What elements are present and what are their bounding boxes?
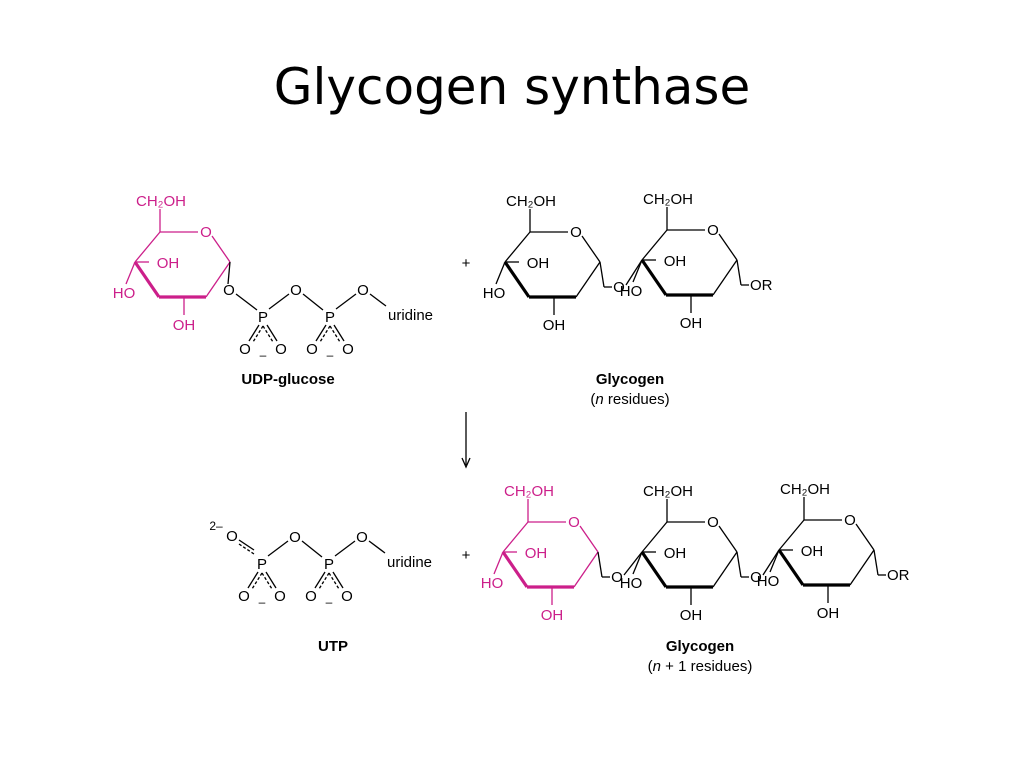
udp-glucose-label: UDP-glucose bbox=[241, 371, 334, 388]
glycogen-reactant-ring-1: O CH₂OH HO OH OH bbox=[483, 193, 601, 334]
plus-sign: + bbox=[462, 547, 471, 564]
ho-label: HO bbox=[757, 573, 780, 590]
oh-label: OH bbox=[541, 607, 564, 624]
glycogen-product-linkages: O O OR bbox=[597, 549, 910, 586]
oh-label: OH bbox=[801, 543, 824, 560]
udp-glucose-linkage bbox=[227, 261, 231, 285]
glycogen-product-subtitle: (n + 1 residues) bbox=[648, 658, 753, 675]
ring-oxygen-label: O bbox=[844, 512, 856, 529]
phosphorus-label: P bbox=[325, 309, 335, 326]
slide-title: Glycogen synthase bbox=[273, 58, 751, 116]
oxygen-label: O bbox=[290, 282, 302, 299]
glycosidic-oxygen-label: O bbox=[611, 569, 623, 586]
phosphorus-label: P bbox=[257, 556, 267, 573]
oxygen-label: O bbox=[239, 341, 251, 358]
ch2oh-label: CH₂OH bbox=[643, 483, 693, 500]
ring-oxygen-label: O bbox=[570, 224, 582, 241]
oxygen-label: O bbox=[357, 282, 369, 299]
negative-charge-label: – bbox=[327, 348, 334, 362]
ho-label: HO bbox=[481, 575, 504, 592]
plus-sign: + bbox=[462, 255, 471, 272]
ch2oh-label: CH₂OH bbox=[506, 193, 556, 210]
oxygen-label: O bbox=[275, 341, 287, 358]
oxygen-label: O bbox=[305, 588, 317, 605]
oxygen-label: O bbox=[341, 588, 353, 605]
ho-label: HO bbox=[113, 285, 136, 302]
ring-oxygen-label: O bbox=[707, 514, 719, 531]
oxygen-label: O bbox=[289, 529, 301, 546]
oh-label: OH bbox=[680, 315, 703, 332]
utp-charge: 2– bbox=[209, 519, 223, 533]
ch2oh-label: CH₂OH bbox=[780, 481, 830, 498]
oxygen-label: O bbox=[223, 282, 235, 299]
phosphorus-label: P bbox=[324, 556, 334, 573]
glycogen-reactant-ring-2: O CH₂OH HO OH OH bbox=[620, 191, 738, 332]
oh-label: OH bbox=[525, 545, 548, 562]
glycogen-reactant-linkages: O OR bbox=[599, 259, 773, 296]
oxygen-label: O bbox=[356, 529, 368, 546]
ring-oxygen-label: O bbox=[568, 514, 580, 531]
oh-label: OH bbox=[543, 317, 566, 334]
ring-oxygen-label: O bbox=[200, 224, 212, 241]
glycogen-product-ring-3: O CH₂OH HO OH OH bbox=[757, 481, 875, 622]
glycogen-product-new-ring: O CH₂OH HO OH OH bbox=[481, 483, 599, 624]
glycogen-reactant-subtitle: (n residues) bbox=[590, 391, 669, 408]
ch2oh-label: CH₂OH bbox=[136, 193, 186, 210]
glycosidic-oxygen-label: O bbox=[750, 569, 762, 586]
oxygen-label: O bbox=[238, 588, 250, 605]
negative-charge-label: – bbox=[326, 595, 333, 609]
oh-label: OH bbox=[664, 545, 687, 562]
phosphorus-label: P bbox=[258, 309, 268, 326]
oxygen-label: O bbox=[306, 341, 318, 358]
oh-label: OH bbox=[680, 607, 703, 624]
ho-label: HO bbox=[483, 285, 506, 302]
oh-label: OH bbox=[527, 255, 550, 272]
ho-label: HO bbox=[620, 575, 643, 592]
glycosidic-oxygen-label: O bbox=[613, 279, 625, 296]
uridine-label: uridine bbox=[388, 307, 433, 324]
oh-label: OH bbox=[664, 253, 687, 270]
ch2oh-label: CH₂OH bbox=[504, 483, 554, 500]
glycogen-product-ring-2: O CH₂OH HO OH OH bbox=[620, 483, 738, 624]
oh-label: OH bbox=[157, 255, 180, 272]
charge-label: 2– bbox=[209, 519, 223, 533]
plus-sign-reactants: + bbox=[462, 255, 471, 272]
oh-label: OH bbox=[173, 317, 196, 334]
oh-label: OH bbox=[817, 605, 840, 622]
utp-terminal-oxygen: O bbox=[226, 528, 255, 555]
ho-label: HO bbox=[620, 283, 643, 300]
or-label: OR bbox=[887, 567, 910, 584]
uridine-label: uridine bbox=[387, 554, 432, 571]
ch2oh-label: CH₂OH bbox=[643, 191, 693, 208]
oxygen-label: O bbox=[342, 341, 354, 358]
reaction-arrow bbox=[461, 412, 471, 469]
glycogen-product-label: Glycogen bbox=[666, 638, 734, 655]
utp-label: UTP bbox=[318, 638, 348, 655]
oxygen-label: O bbox=[274, 588, 286, 605]
plus-sign-products: + bbox=[462, 547, 471, 564]
oxygen-label: O bbox=[226, 528, 238, 545]
negative-charge-label: – bbox=[260, 348, 267, 362]
ring-oxygen-label: O bbox=[707, 222, 719, 239]
udp-glucose-glucose-ring: O CH₂OH HO OH OH bbox=[113, 193, 231, 334]
or-label: OR bbox=[750, 277, 773, 294]
negative-charge-label: – bbox=[259, 595, 266, 609]
glycogen-reactant-label: Glycogen bbox=[596, 371, 664, 388]
